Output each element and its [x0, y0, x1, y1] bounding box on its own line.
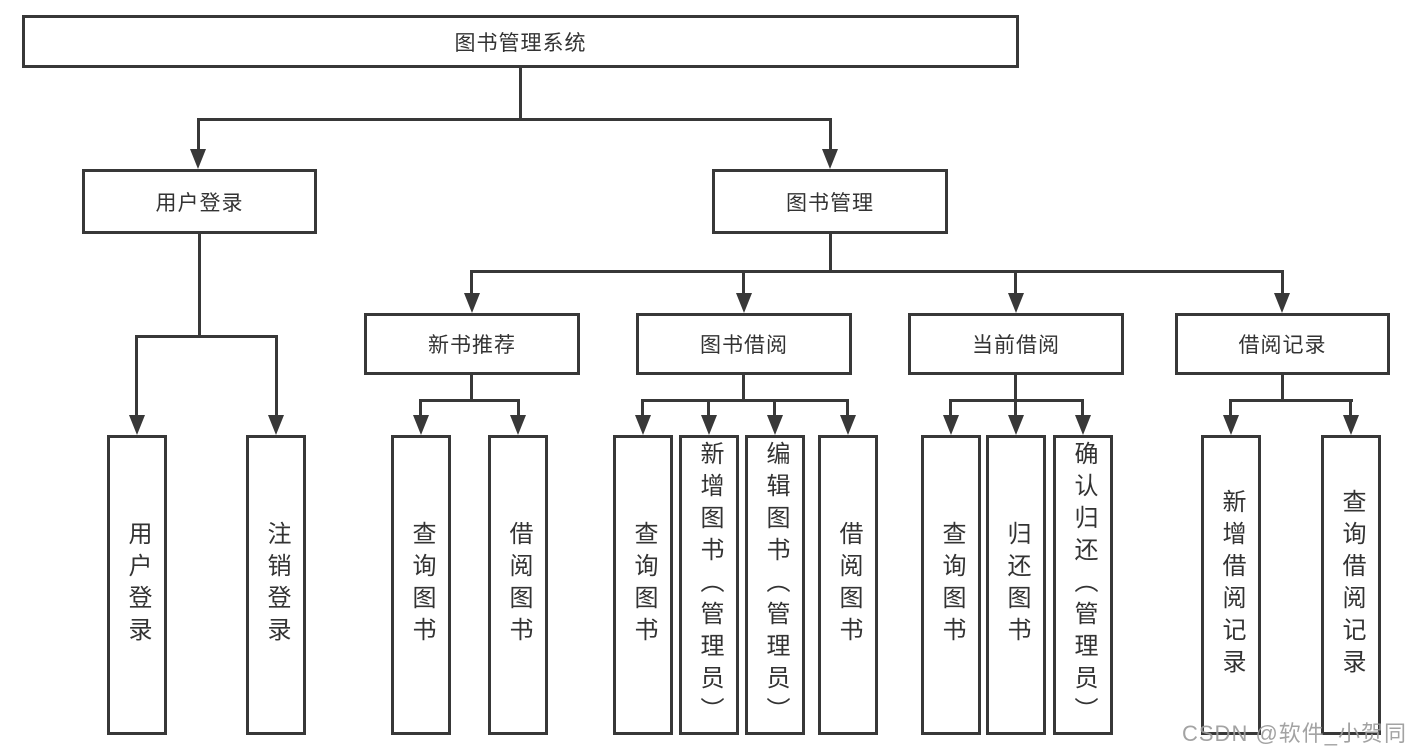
arrow-down-icon — [840, 415, 856, 435]
connector-borrowing-bus — [641, 399, 849, 402]
arrow-down-icon — [510, 415, 526, 435]
leaf-label: 注销登录 — [263, 521, 290, 649]
leaf-query-books-recommend: 查询图书 — [391, 435, 451, 735]
leaf-query-borrow-record: 查询借阅记录 — [1321, 435, 1381, 735]
node-label: 借阅记录 — [1238, 334, 1327, 357]
connector-recommend-stem — [470, 375, 473, 401]
leaf-label: 用户登录 — [124, 521, 151, 649]
arrow-down-icon — [190, 149, 206, 169]
connector-drop — [1014, 270, 1017, 295]
leaf-label: 新增图书（管理员） — [696, 441, 723, 729]
leaf-borrow-books-borrowing: 借阅图书 — [818, 435, 878, 735]
connector-recommend-bus — [419, 399, 520, 402]
node-book-management: 图书管理 — [712, 169, 948, 234]
leaf-return-book: 归还图书 — [986, 435, 1046, 735]
node-label: 图书管理系统 — [454, 31, 587, 55]
leaf-label: 归还图书 — [1003, 521, 1030, 649]
leaf-label: 查询图书 — [630, 521, 657, 649]
connector-drop — [517, 399, 520, 417]
connector-borrowing-stem — [742, 375, 745, 401]
node-label: 图书借阅 — [700, 334, 788, 357]
connector-drop — [829, 118, 832, 152]
arrow-down-icon — [1274, 293, 1290, 313]
connector-drop — [949, 399, 952, 417]
leaf-label: 确认归还（管理员） — [1070, 441, 1097, 729]
connector-drop — [1014, 399, 1017, 417]
arrow-down-icon — [1008, 415, 1024, 435]
connector-records-stem — [1281, 375, 1284, 401]
arrow-down-icon — [413, 415, 429, 435]
leaf-label: 查询借阅记录 — [1338, 489, 1365, 681]
node-library-management-system: 图书管理系统 — [22, 15, 1019, 68]
connector-drop — [1281, 270, 1284, 295]
leaf-label: 借阅图书 — [835, 521, 862, 649]
leaf-add-borrow-record: 新增借阅记录 — [1201, 435, 1261, 735]
connector-drop — [419, 399, 422, 417]
arrow-down-icon — [822, 149, 838, 169]
connector-drop — [1081, 399, 1084, 417]
node-label: 图书管理 — [786, 191, 874, 215]
leaf-borrow-books-recommend: 借阅图书 — [488, 435, 548, 735]
csdn-watermark: CSDN @软件_小贺同学 — [1182, 721, 1405, 746]
leaf-logout: 注销登录 — [246, 435, 306, 735]
arrow-down-icon — [1343, 415, 1359, 435]
connector-userlogin-stem — [198, 234, 201, 337]
connector-drop — [197, 118, 200, 152]
arrow-down-icon — [464, 293, 480, 313]
connector-root-stem — [519, 68, 522, 120]
node-user-login: 用户登录 — [82, 169, 317, 234]
connector-drop — [641, 399, 644, 417]
leaf-label: 查询图书 — [938, 521, 965, 649]
arrow-down-icon — [129, 415, 145, 435]
connector-userlogin-bus — [135, 335, 278, 338]
connector-bookmgmt-bus — [470, 270, 1283, 273]
leaf-user-login: 用户登录 — [107, 435, 167, 735]
connector-records-bus — [1229, 399, 1353, 402]
arrow-down-icon — [736, 293, 752, 313]
node-book-borrowing: 图书借阅 — [636, 313, 852, 375]
leaf-edit-book-admin: 编辑图书（管理员） — [745, 435, 805, 735]
arrow-down-icon — [268, 415, 284, 435]
arrow-down-icon — [1223, 415, 1239, 435]
connector-drop — [773, 399, 776, 417]
arrow-down-icon — [943, 415, 959, 435]
connector-drop — [470, 270, 473, 295]
leaf-query-books-borrowing: 查询图书 — [613, 435, 673, 735]
leaf-query-books-current: 查询图书 — [921, 435, 981, 735]
connector-drop — [846, 399, 849, 417]
connector-drop — [135, 335, 138, 416]
arrow-down-icon — [767, 415, 783, 435]
node-current-borrowing: 当前借阅 — [908, 313, 1124, 375]
node-new-book-recommendation: 新书推荐 — [364, 313, 580, 375]
leaf-label: 借阅图书 — [505, 521, 532, 649]
connector-root-bus — [197, 118, 832, 121]
arrow-down-icon — [701, 415, 717, 435]
connector-drop — [1349, 399, 1352, 417]
node-borrowing-records: 借阅记录 — [1175, 313, 1390, 375]
leaf-add-book-admin: 新增图书（管理员） — [679, 435, 739, 735]
connector-drop — [742, 270, 745, 295]
node-label: 当前借阅 — [972, 334, 1060, 357]
connector-drop — [707, 399, 710, 417]
connector-drop — [275, 335, 278, 416]
connector-drop — [1229, 399, 1232, 417]
connector-bookmgmt-stem — [829, 234, 832, 272]
leaf-confirm-return-admin: 确认归还（管理员） — [1053, 435, 1113, 735]
node-label: 用户登录 — [155, 191, 244, 215]
leaf-label: 查询图书 — [408, 521, 435, 649]
arrow-down-icon — [1075, 415, 1091, 435]
node-label: 新书推荐 — [428, 334, 516, 357]
leaf-label: 新增借阅记录 — [1218, 489, 1245, 681]
arrow-down-icon — [635, 415, 651, 435]
connector-current-stem — [1014, 375, 1017, 401]
leaf-label: 编辑图书（管理员） — [762, 441, 789, 729]
arrow-down-icon — [1008, 293, 1024, 313]
